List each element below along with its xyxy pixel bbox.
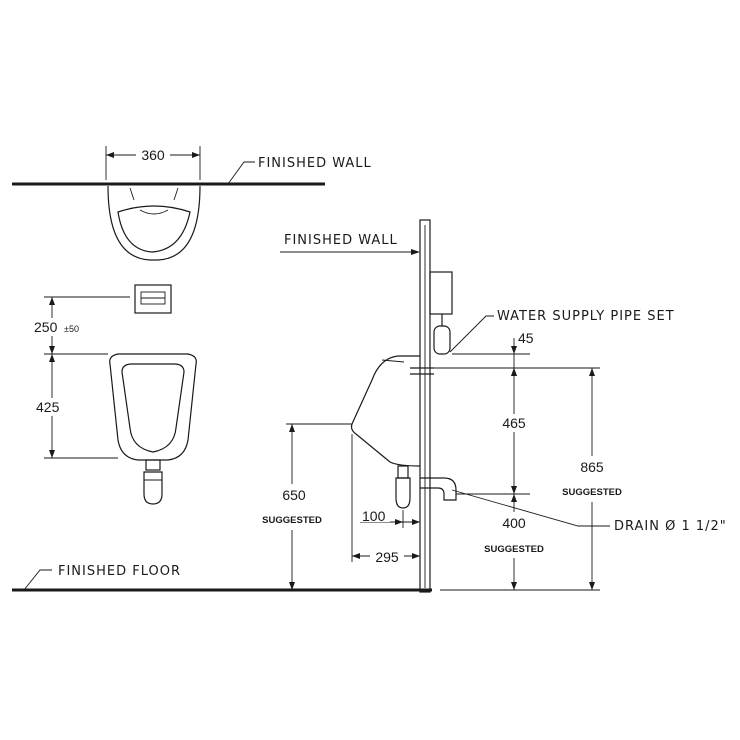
dim-650-bg — [262, 484, 330, 530]
side-trap — [395, 477, 411, 509]
dim-465-label: 465 — [502, 415, 526, 431]
dim-295-bg — [370, 548, 404, 564]
urinal-front-inner — [121, 363, 185, 453]
dim-865-label: 865 — [580, 459, 604, 475]
water-supply-label: WATER SUPPLY PIPE SET — [497, 309, 675, 324]
finished-floor-label: FINISHED FLOOR — [58, 564, 181, 579]
dim-650-arrow-bottom — [289, 582, 295, 590]
dim-400-bg — [474, 512, 554, 558]
dim-400-arrow-top — [511, 494, 517, 502]
dim-250-label: 250 — [34, 319, 58, 335]
urinal-side-rim — [381, 359, 405, 363]
side-supply-body — [433, 325, 451, 355]
trap-pipe — [143, 471, 163, 505]
dim-250-arrow-bottom — [49, 346, 55, 354]
dim-865-arrow-top — [589, 368, 595, 376]
dim-465-arrow-bottom — [511, 486, 517, 494]
dim-360-bg — [136, 146, 170, 164]
drain-leader — [451, 489, 610, 527]
finished-wall-side-label: FINISHED WALL — [284, 233, 398, 248]
side-wall — [419, 219, 431, 593]
flush-valve-plate — [134, 284, 172, 314]
dim-400-label: 400 — [502, 515, 526, 531]
dim-250-bg — [30, 318, 100, 336]
dim-250-tolerance: ±50 — [64, 324, 79, 334]
water-supply-leader — [449, 315, 494, 353]
front-view: 250 ±50 425 — [30, 284, 197, 505]
dim-865-suggested: SUGGESTED — [562, 487, 622, 498]
dim-295-arrow-right — [412, 553, 420, 559]
side-view: FINISHED WALL 650 SUGGESTED 100 — [262, 219, 727, 593]
dim-360-arrow-left — [106, 152, 114, 158]
dim-650-arrow-top — [289, 424, 295, 432]
dim-45-label: 45 — [518, 330, 534, 346]
dim-865-arrow-bottom — [589, 582, 595, 590]
urinal-front-outline — [109, 353, 197, 461]
dim-295-label: 295 — [375, 549, 399, 565]
dim-100-label: 100 — [362, 508, 386, 524]
dim-250-arrow-top — [49, 297, 55, 305]
dim-100-arrow-left — [395, 519, 403, 525]
top-view: 360 FINISHED WALL — [12, 146, 372, 261]
dim-400-suggested: SUGGESTED — [484, 544, 544, 555]
urinal-plan-outline — [107, 185, 201, 261]
dim-465-bg — [494, 414, 534, 432]
finished-wall-top-label: FINISHED WALL — [258, 156, 372, 171]
finished-floor-leader — [23, 569, 52, 591]
urinal-plan-detail — [129, 187, 179, 215]
dim-360-arrow-right — [192, 152, 200, 158]
dim-865-bg — [550, 456, 634, 502]
urinal-side-outline — [350, 355, 421, 467]
side-flush-valve — [429, 271, 453, 315]
dim-100-bg — [360, 508, 390, 522]
dim-100-arrow-right — [412, 519, 420, 525]
side-drain-outlet — [420, 477, 457, 501]
dim-425-label: 425 — [36, 399, 60, 415]
dim-425-arrow-top — [49, 354, 55, 362]
dim-425-bg — [32, 398, 72, 416]
dim-425-arrow-bottom — [49, 450, 55, 458]
trap-connector — [145, 459, 161, 471]
dim-650-suggested: SUGGESTED — [262, 515, 322, 526]
dim-465-arrow-top — [511, 368, 517, 376]
urinal-plan-inner — [117, 205, 191, 253]
dim-650-label: 650 — [282, 487, 306, 503]
dim-360-label: 360 — [141, 147, 165, 163]
dim-295-arrow-left — [352, 553, 360, 559]
dim-400-arrow-bottom — [511, 582, 517, 590]
finished-wall-side-arrow — [411, 249, 420, 255]
finished-wall-top-leader — [227, 161, 255, 185]
drain-label: DRAIN Ø 1 1/2" — [614, 519, 727, 534]
floor: FINISHED FLOOR — [12, 564, 432, 592]
side-trap-neck — [397, 465, 409, 479]
dim-45-arrow-bottom — [511, 346, 517, 354]
